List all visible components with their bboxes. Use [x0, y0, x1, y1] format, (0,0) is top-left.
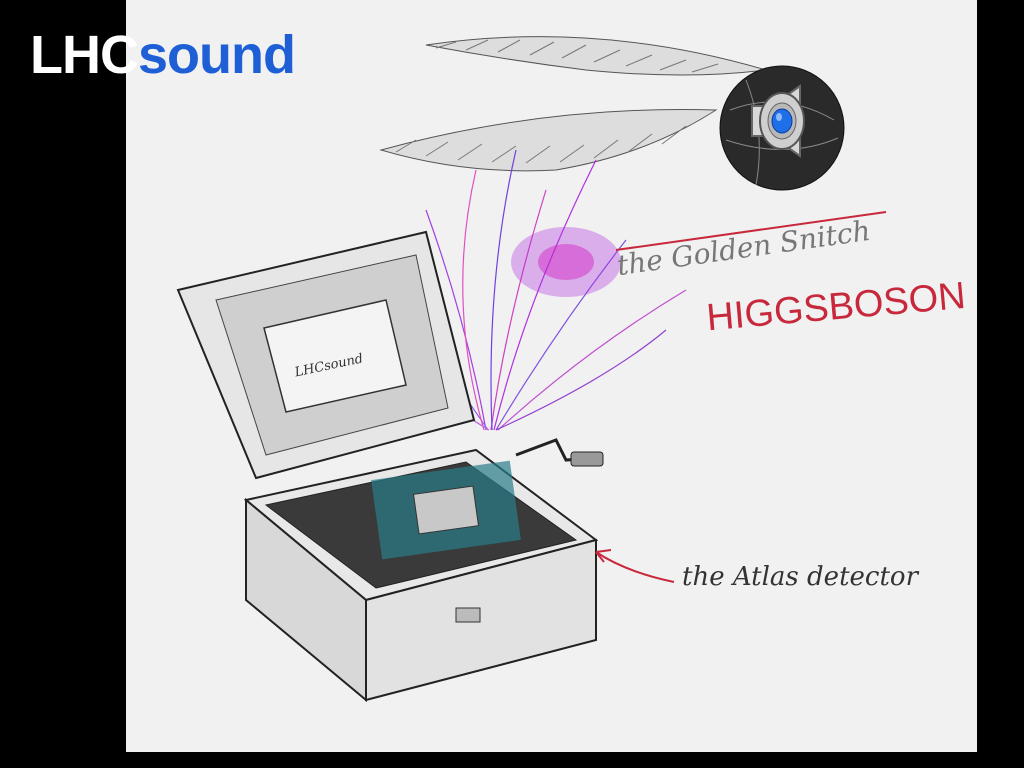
title-lhc: LHC [30, 25, 139, 85]
music-box-illustration: LHCsound the Golden Snitch HIGGSBOSON th… [176, 36, 967, 703]
atlas-detector-text: the Atlas detector [682, 562, 920, 592]
box-lid: LHCsound [176, 230, 476, 480]
box-lock [455, 607, 481, 623]
box-body [243, 438, 604, 703]
higgs-boson-text: HIGGSBOSON [705, 275, 967, 339]
illustration-panel: LHCsound the Golden Snitch HIGGSBOSON th… [126, 0, 977, 752]
snitch-annotation: the Golden Snitch [615, 211, 887, 282]
golden-snitch-text: the Golden Snitch [615, 214, 873, 282]
speaker-icon[interactable] [742, 78, 828, 164]
slide-title: LHCsound [30, 25, 296, 85]
title-sound: sound [137, 25, 296, 85]
speaker-graphic [751, 84, 805, 158]
snitch-wings [379, 36, 767, 172]
detector-annotation: the Atlas detector [595, 549, 920, 592]
